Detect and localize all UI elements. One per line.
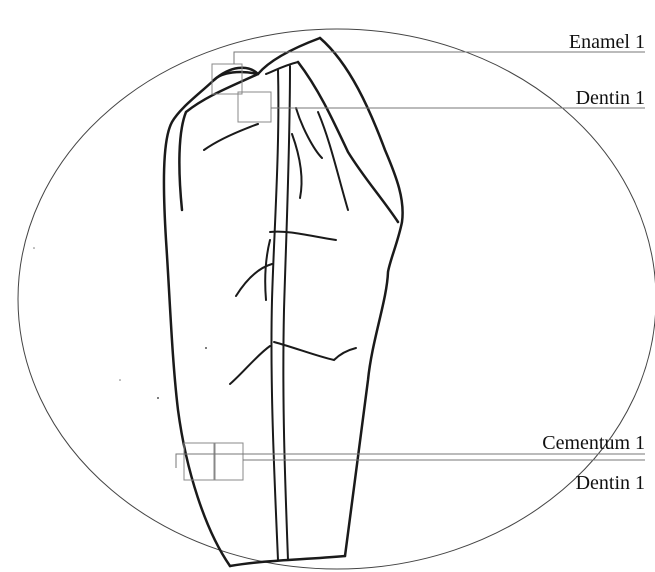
dentin-bottom-label: Dentin 1 — [576, 472, 645, 494]
enamel-top-label: Enamel 1 — [569, 31, 645, 53]
field-of-view-circle — [18, 29, 655, 569]
dot-artifact — [157, 397, 159, 399]
dot-artifact — [33, 247, 35, 249]
dentin-top-roi-box — [238, 92, 271, 122]
cementum-leader — [176, 454, 645, 468]
dentin-top-label: Dentin 1 — [576, 87, 645, 109]
dentin-bottom-roi-box — [214, 443, 243, 480]
dot-artifact — [119, 379, 121, 381]
internal-fissures — [204, 108, 356, 384]
leader-lines — [176, 52, 645, 468]
cementum-bottom-label: Cementum 1 — [542, 432, 645, 454]
dot-artifact — [205, 347, 207, 349]
